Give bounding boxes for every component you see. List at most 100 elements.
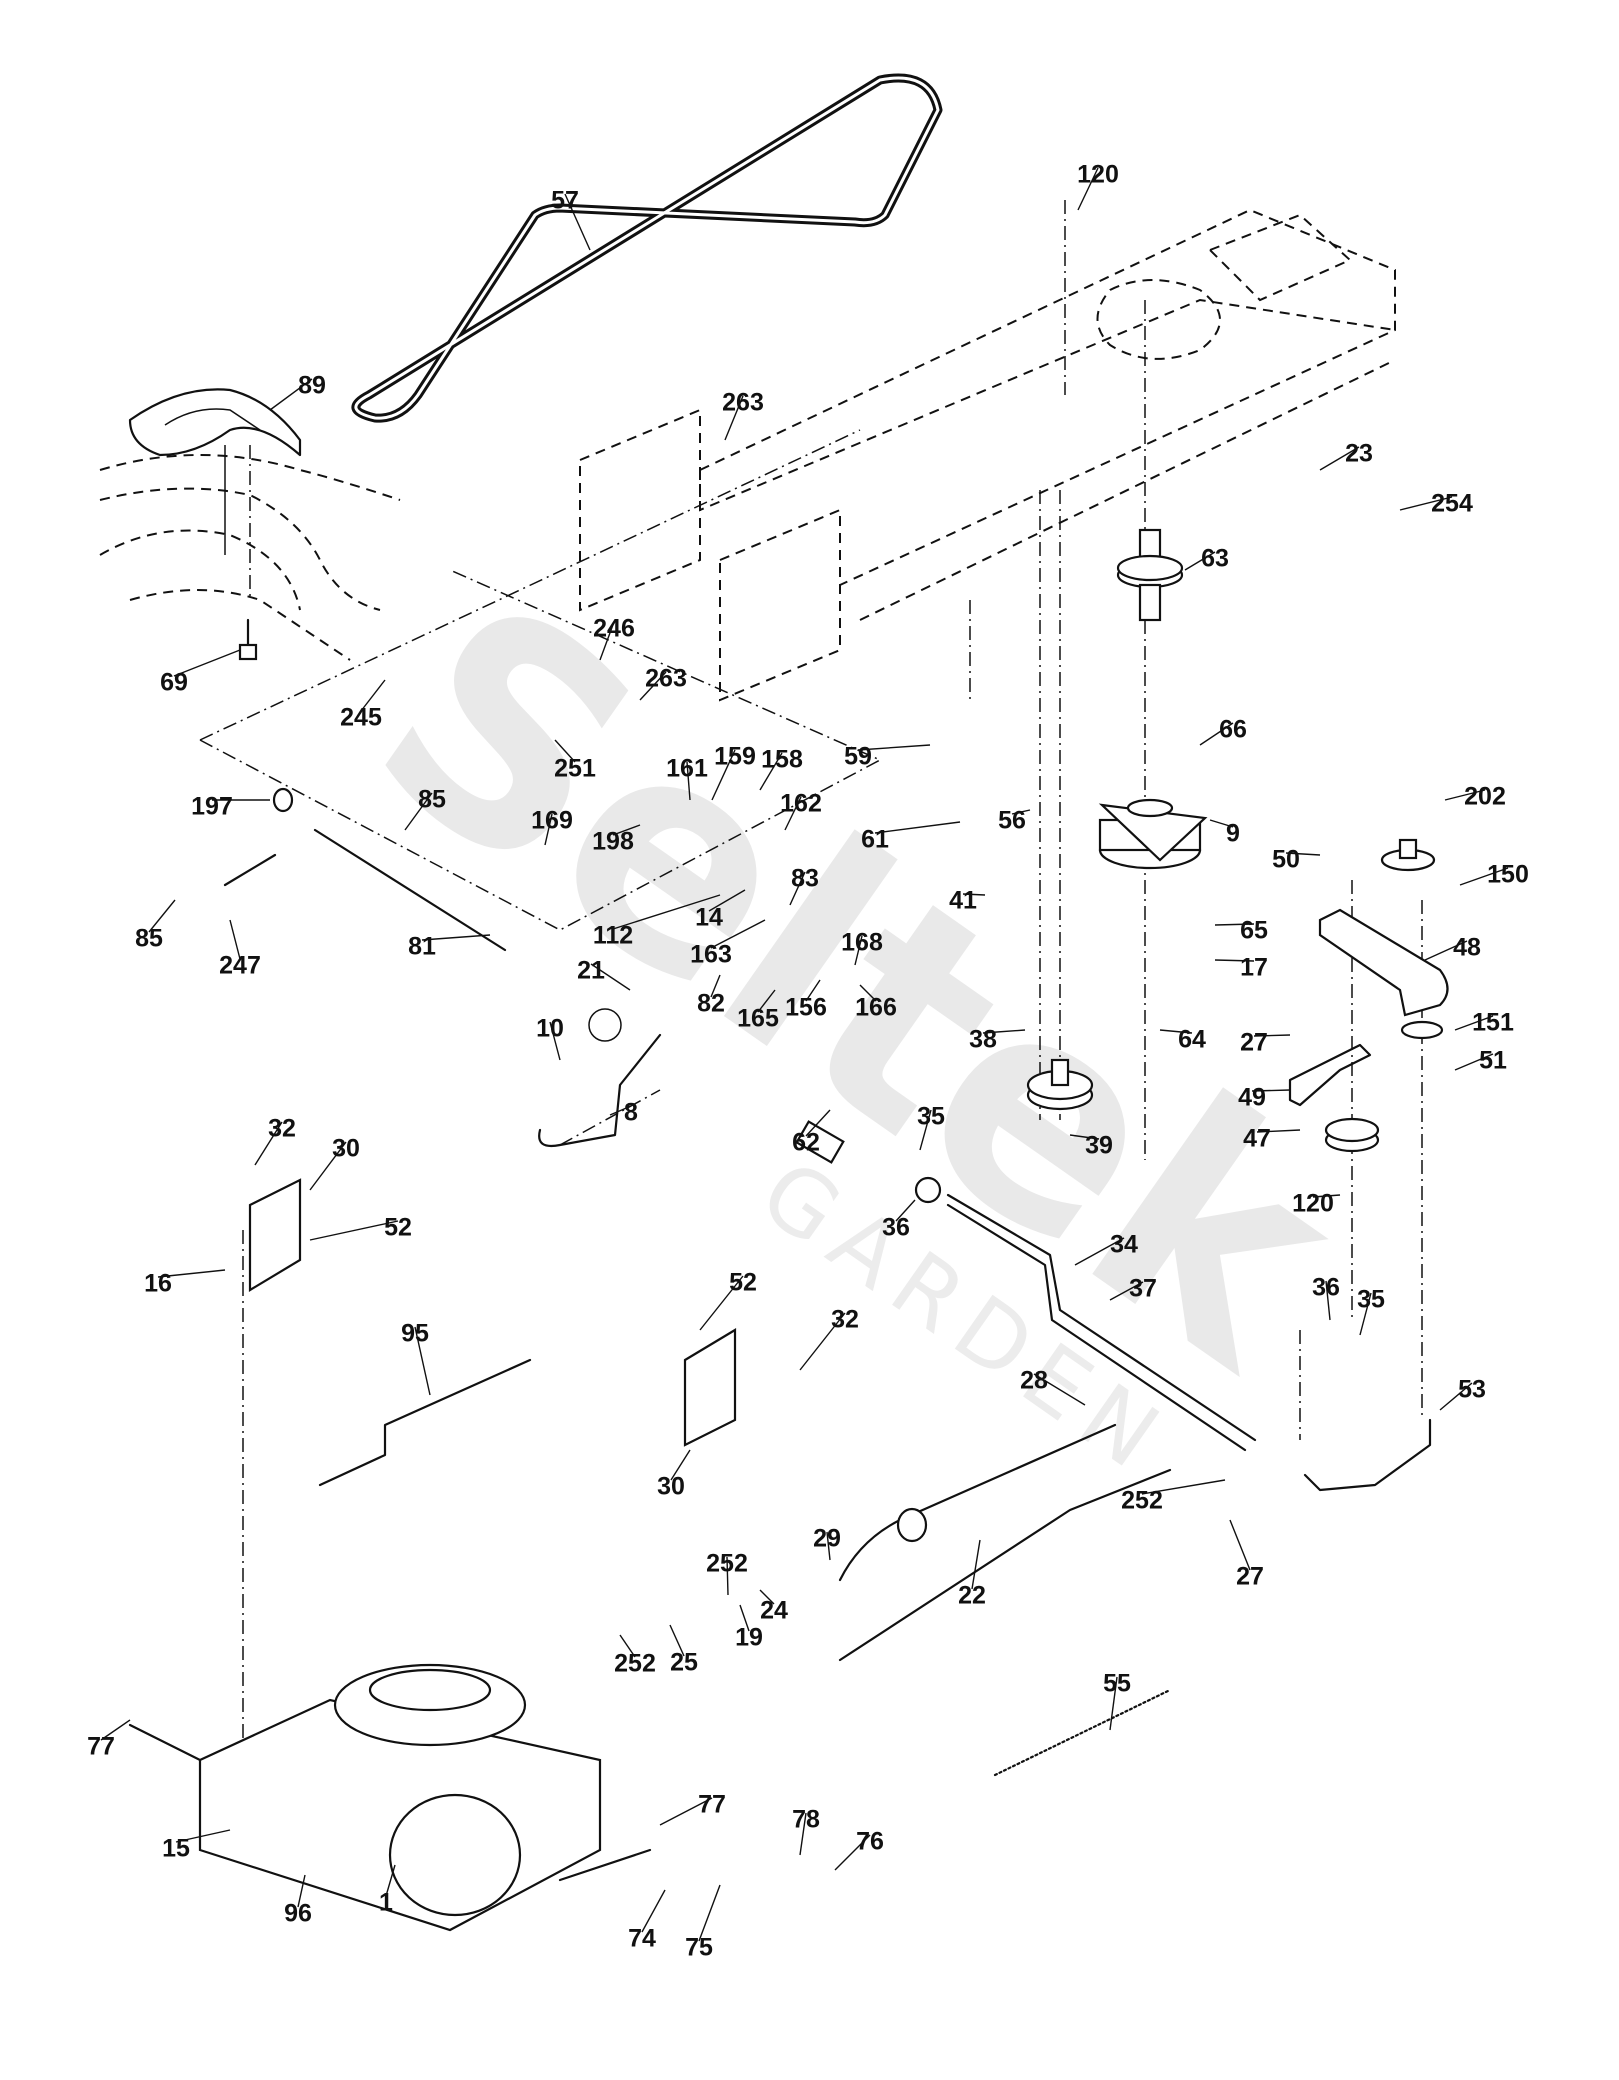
part-label-252: 252 bbox=[706, 1550, 748, 1578]
part-label-57: 57 bbox=[551, 187, 579, 215]
part-label-21: 21 bbox=[577, 957, 605, 985]
part-label-65: 65 bbox=[1240, 917, 1268, 945]
leader-line bbox=[1424, 940, 1468, 961]
part-label-163: 163 bbox=[690, 941, 732, 969]
leader-line bbox=[1444, 789, 1486, 801]
part-label-77: 77 bbox=[698, 1791, 726, 1819]
leader-line bbox=[971, 1539, 981, 1590]
pulley-38 bbox=[1026, 1058, 1094, 1111]
leader-line bbox=[710, 974, 721, 998]
leader-line bbox=[857, 744, 931, 751]
part-label-50: 50 bbox=[1272, 846, 1300, 874]
part-label-35: 35 bbox=[917, 1103, 945, 1131]
part-label-251: 251 bbox=[554, 755, 596, 783]
part-label-202: 202 bbox=[1464, 783, 1506, 811]
part-label-35: 35 bbox=[1357, 1286, 1385, 1314]
part-label-1: 1 bbox=[379, 1889, 393, 1917]
leader-line bbox=[784, 796, 802, 831]
leader-line bbox=[799, 1312, 846, 1371]
leader-line bbox=[874, 821, 961, 834]
leader-line bbox=[1184, 551, 1216, 571]
part-label-52: 52 bbox=[729, 1269, 757, 1297]
leader-line bbox=[1214, 959, 1255, 962]
part-label-69: 69 bbox=[160, 669, 188, 697]
rod-95 bbox=[318, 1358, 532, 1487]
bracket-30-mid bbox=[683, 1328, 737, 1447]
part-label-22: 22 bbox=[958, 1582, 986, 1610]
part-label-30: 30 bbox=[657, 1473, 685, 1501]
leader-line bbox=[1074, 1237, 1125, 1266]
part-label-38: 38 bbox=[969, 1026, 997, 1054]
leader-line bbox=[254, 1121, 283, 1166]
leader-line bbox=[148, 899, 176, 933]
leader-line bbox=[544, 813, 553, 846]
part-label-198: 198 bbox=[592, 828, 634, 856]
part-label-159: 159 bbox=[714, 743, 756, 771]
part-label-17: 17 bbox=[1240, 954, 1268, 982]
leader-line bbox=[699, 1275, 744, 1331]
leader-line bbox=[1319, 446, 1360, 471]
part-label-85: 85 bbox=[135, 925, 163, 953]
part-label-49: 49 bbox=[1238, 1084, 1266, 1112]
leader-line bbox=[599, 621, 615, 661]
part-label-162: 162 bbox=[780, 790, 822, 818]
drive-belt bbox=[351, 73, 943, 423]
part-label-66: 66 bbox=[1219, 716, 1247, 744]
part-label-197: 197 bbox=[191, 793, 233, 821]
part-label-64: 64 bbox=[1178, 1026, 1206, 1054]
leader-line bbox=[1214, 923, 1255, 926]
part-label-252: 252 bbox=[614, 1650, 656, 1678]
leader-line bbox=[757, 989, 776, 1013]
leader-line bbox=[962, 893, 986, 896]
part-label-19: 19 bbox=[735, 1624, 763, 1652]
leader-line bbox=[1251, 1089, 1291, 1092]
part-label-55: 55 bbox=[1103, 1670, 1131, 1698]
part-label-25: 25 bbox=[670, 1649, 698, 1677]
part-label-83: 83 bbox=[791, 865, 819, 893]
shaft-81 bbox=[223, 787, 622, 1042]
leader-line bbox=[826, 1531, 831, 1561]
part-label-246: 246 bbox=[593, 615, 635, 643]
leader-line bbox=[385, 1864, 396, 1897]
part-label-96: 96 bbox=[284, 1900, 312, 1928]
leader-line bbox=[1256, 1129, 1301, 1133]
part-label-36: 36 bbox=[882, 1214, 910, 1242]
part-label-15: 15 bbox=[162, 1835, 190, 1863]
leader-line bbox=[297, 1874, 306, 1908]
part-label-82: 82 bbox=[697, 990, 725, 1018]
part-label-245: 245 bbox=[340, 704, 382, 732]
leader-line bbox=[360, 679, 386, 712]
leader-line bbox=[698, 1884, 721, 1942]
leader-line bbox=[895, 1199, 916, 1222]
leader-line bbox=[414, 1326, 431, 1396]
leader-line bbox=[805, 1109, 831, 1137]
part-label-30: 30 bbox=[332, 1135, 360, 1163]
part-label-76: 76 bbox=[856, 1828, 884, 1856]
leader-line bbox=[1109, 1281, 1144, 1301]
part-label-165: 165 bbox=[737, 1005, 779, 1033]
leader-line bbox=[1229, 1519, 1251, 1571]
part-label-75: 75 bbox=[685, 1934, 713, 1962]
part-label-120: 120 bbox=[1292, 1190, 1334, 1218]
part-label-254: 254 bbox=[1431, 490, 1473, 518]
leader-line bbox=[421, 934, 491, 941]
leader-line bbox=[1359, 1292, 1372, 1336]
part-label-10: 10 bbox=[536, 1015, 564, 1043]
leader-line bbox=[1033, 1373, 1086, 1406]
part-label-169: 169 bbox=[531, 807, 573, 835]
leader-line bbox=[708, 889, 746, 912]
part-label-61: 61 bbox=[861, 826, 889, 854]
part-label-24: 24 bbox=[760, 1597, 788, 1625]
leader-line bbox=[229, 919, 241, 960]
part-label-53: 53 bbox=[1458, 1376, 1486, 1404]
brake-rod-28 bbox=[838, 1423, 1117, 1582]
part-label-8: 8 bbox=[624, 1099, 638, 1127]
part-label-151: 151 bbox=[1472, 1009, 1514, 1037]
leader-line bbox=[564, 193, 591, 251]
leader-line bbox=[404, 792, 433, 831]
leader-line bbox=[619, 1634, 636, 1658]
part-label-63: 63 bbox=[1201, 545, 1229, 573]
part-label-47: 47 bbox=[1243, 1125, 1271, 1153]
